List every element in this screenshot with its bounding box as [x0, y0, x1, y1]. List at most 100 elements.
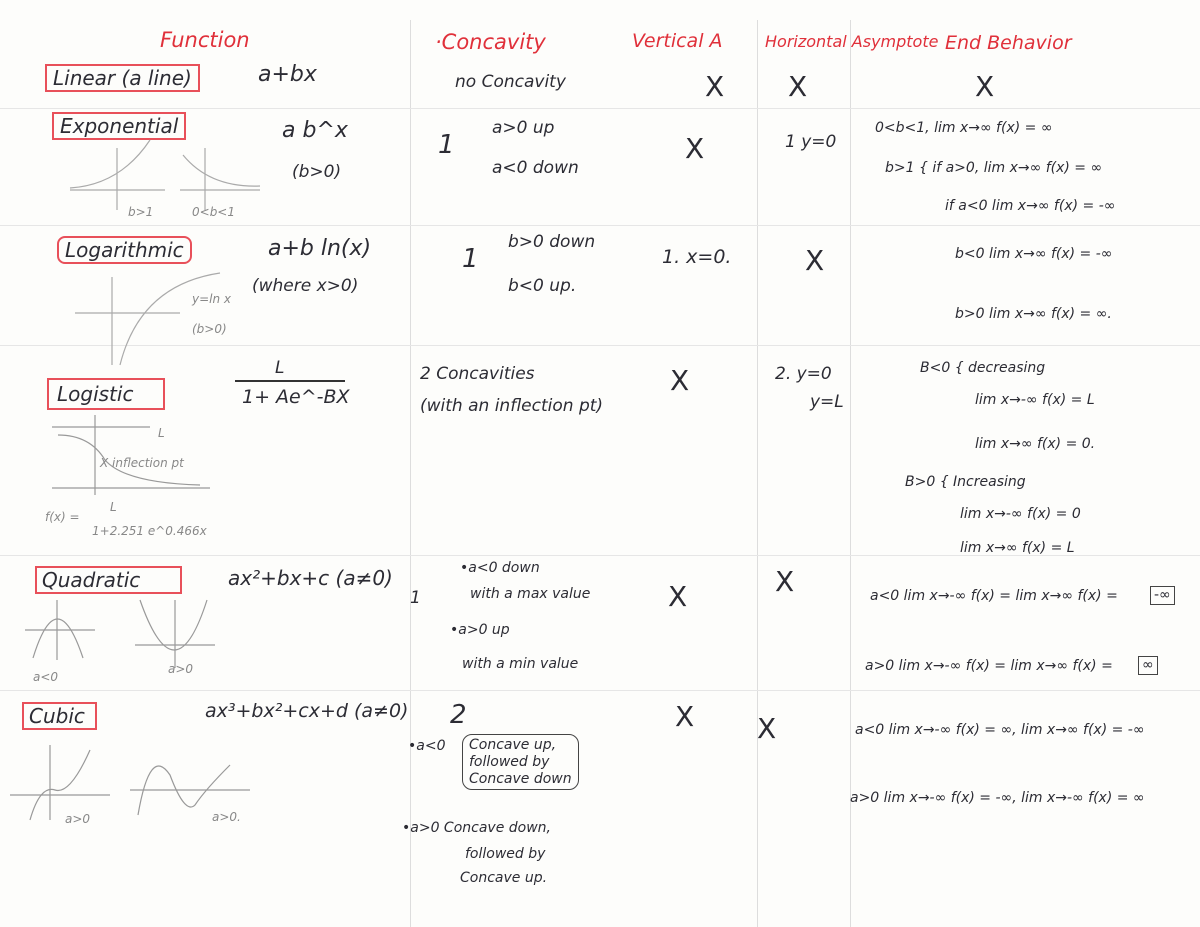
concavity-case: a>0 up: [492, 118, 555, 138]
horizontal-exponential: 1 y=0: [785, 132, 837, 152]
fraction-bar: [235, 380, 345, 382]
end-behavior-result: -∞: [1150, 586, 1175, 605]
end-behavior-line: B<0 { decreasing: [920, 360, 1046, 376]
concavity-line: Concave up.: [460, 870, 548, 886]
column-divider: [757, 20, 758, 927]
exponential-graph-sketch: [69, 139, 261, 210]
graph-label: (b>0): [192, 322, 227, 336]
concavity-line: 2 Concavities: [420, 364, 535, 384]
horizontal-logistic: y=L: [810, 392, 844, 412]
row-divider: [0, 345, 1200, 346]
graph-label: a>0: [65, 812, 91, 826]
concavity-line: followed by: [469, 753, 550, 770]
end-behavior-line: lim x→-∞ f(x) = 0: [960, 506, 1081, 522]
header-function: Function: [160, 28, 250, 52]
vertical-cubic: X: [675, 700, 695, 733]
concavity-linear: no Concavity: [455, 72, 566, 92]
end-behavior-line: b<0 lim x→∞ f(x) = -∞: [955, 246, 1113, 262]
end-behavior-line: lim x→∞ f(x) = L: [960, 540, 1075, 556]
graph-label: y=ln x: [192, 292, 232, 306]
concavity-count: 2: [450, 700, 467, 730]
formula-exponential: a b^x: [282, 118, 348, 143]
row-divider: [0, 108, 1200, 109]
row-divider: [0, 225, 1200, 226]
horizontal-quadratic: X: [775, 565, 795, 598]
graph-label: a<0: [33, 670, 59, 684]
end-linear: X: [975, 70, 995, 103]
vertical-linear: X: [705, 70, 725, 103]
horizontal-logarithmic: X: [805, 244, 825, 277]
vertical-logarithmic: 1. x=0.: [662, 246, 732, 268]
cubic-graph-sketch: [10, 745, 250, 821]
concavity-line: •a>0 Concave down,: [402, 820, 551, 836]
graph-label: 1+2.251 e^0.466x: [92, 524, 207, 538]
end-behavior-result: ∞: [1138, 656, 1158, 675]
graph-label: b>1: [128, 205, 154, 219]
graph-label: X inflection pt: [100, 456, 184, 470]
concavity-line: •a>0 up: [450, 622, 510, 638]
end-behavior-line: b>0 lim x→∞ f(x) = ∞.: [955, 306, 1112, 322]
concavity-line: (with an inflection pt): [420, 396, 604, 416]
formula-note-exponential: (b>0): [292, 162, 342, 182]
formula-logistic-numerator: L: [275, 358, 285, 378]
graph-label: L: [158, 426, 165, 440]
end-behavior-line: a>0 lim x→-∞ f(x) = -∞, lim x→-∞ f(x) = …: [850, 790, 1145, 806]
vertical-logistic: X: [670, 364, 690, 397]
concavity-line: with a min value: [462, 656, 579, 672]
end-behavior-line: B>0 { Increasing: [905, 474, 1026, 490]
concavity-case: a<0 down: [492, 158, 579, 178]
concavity-case: b<0 up.: [508, 276, 577, 296]
concavity-count: 1: [410, 588, 421, 608]
end-behavior-line: b>1 { if a>0, lim x→∞ f(x) = ∞: [885, 160, 1103, 176]
horizontal-cubic: X: [757, 712, 777, 745]
concavity-case: b>0 down: [508, 232, 596, 252]
header-end-behavior: End Behavior: [945, 32, 1072, 54]
quadratic-graph-sketch: [25, 599, 215, 668]
end-behavior-line: lim x→∞ f(x) = 0.: [975, 436, 1096, 452]
column-divider: [850, 20, 851, 927]
end-behavior-line: a<0 lim x→-∞ f(x) = lim x→∞ f(x) =: [870, 588, 1118, 604]
horizontal-linear: X: [788, 70, 808, 103]
function-name-quadratic: Quadratic: [35, 566, 183, 594]
function-name-logarithmic: Logarithmic: [57, 236, 192, 264]
vertical-exponential: X: [685, 132, 705, 165]
end-behavior-line: if a<0 lim x→∞ f(x) = -∞: [945, 198, 1116, 214]
end-behavior-line: lim x→-∞ f(x) = L: [975, 392, 1095, 408]
formula-cubic: ax³+bx²+cx+d (a≠0): [205, 700, 409, 722]
graph-label: L: [110, 500, 117, 514]
concavity-line: with a max value: [470, 586, 591, 602]
vertical-quadratic: X: [668, 580, 688, 613]
logarithmic-graph-sketch: [75, 272, 221, 366]
function-name-exponential: Exponential: [52, 112, 187, 140]
function-name-logistic: Logistic: [47, 378, 166, 410]
concavity-line: Concave down: [469, 770, 572, 787]
graph-label: f(x) =: [45, 510, 80, 524]
function-name-cubic: Cubic: [22, 702, 97, 730]
column-divider: [410, 20, 411, 927]
graph-label: 0<b<1: [192, 205, 235, 219]
end-behavior-line: 0<b<1, lim x→∞ f(x) = ∞: [875, 120, 1053, 136]
concavity-count: 1: [462, 244, 479, 274]
row-divider: [0, 555, 1200, 556]
formula-quadratic: ax²+bx+c (a≠0): [228, 566, 393, 590]
horizontal-logistic: 2. y=0: [775, 364, 832, 384]
concavity-count: 1: [438, 130, 455, 160]
logistic-graph-sketch: [52, 415, 210, 495]
row-divider: [0, 690, 1200, 691]
formula-note-logarithmic: (where x>0): [252, 276, 359, 296]
end-behavior-line: a>0 lim x→-∞ f(x) = lim x→∞ f(x) =: [865, 658, 1113, 674]
concavity-line: Concave up,: [469, 737, 557, 753]
concavity-line: •a<0: [408, 738, 446, 754]
graph-label: a>0.: [212, 810, 241, 824]
function-name-linear: Linear (a line): [45, 64, 200, 92]
concavity-boxed-note: Concave up, followed by Concave down: [462, 734, 579, 791]
formula-logistic-denominator: 1+ Ae^-BX: [242, 386, 350, 408]
concavity-line: •a<0 down: [460, 560, 540, 576]
end-behavior-line: a<0 lim x→-∞ f(x) = ∞, lim x→∞ f(x) = -∞: [855, 722, 1145, 738]
header-horizontal-asymptote: Horizontal Asymptote: [765, 32, 939, 51]
graph-label: a>0: [168, 662, 194, 676]
header-concavity: ·Concavity: [435, 30, 546, 54]
formula-logarithmic: a+b ln(x): [268, 236, 372, 261]
header-vertical-asymptote: Vertical A: [632, 30, 723, 52]
formula-linear: a+bx: [258, 62, 317, 87]
